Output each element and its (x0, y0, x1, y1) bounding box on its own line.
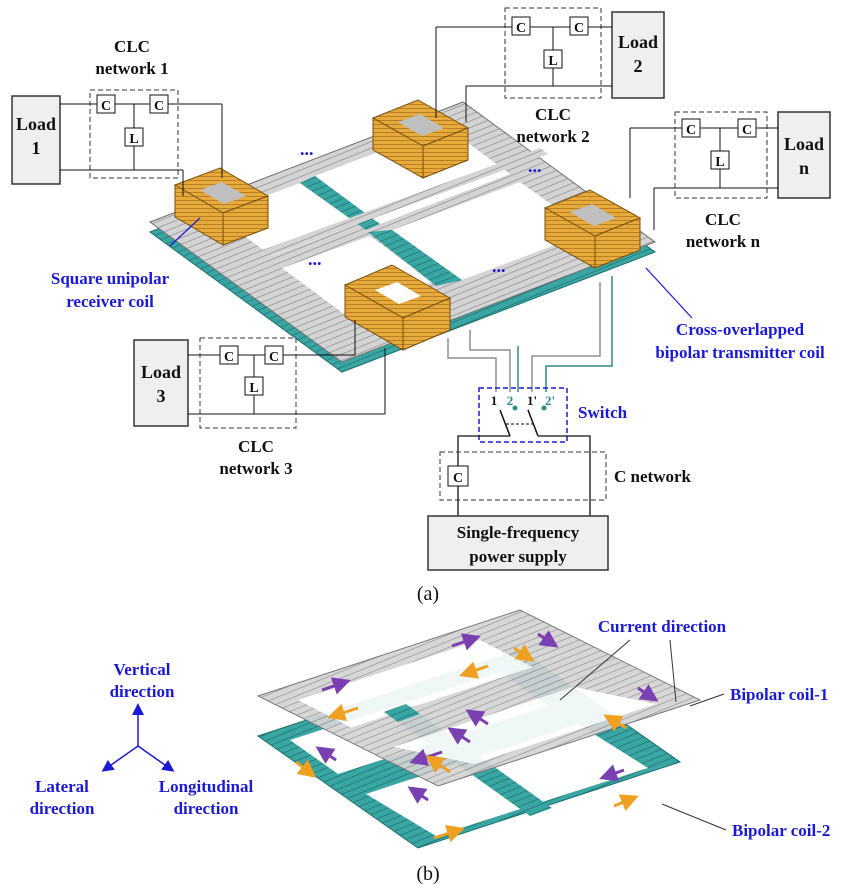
svg-text:C: C (516, 21, 526, 36)
lateral-direction-label: Lateral (35, 777, 89, 796)
svg-text:C: C (453, 471, 463, 486)
bipolar-coil-2-label: Bipolar coil-2 (732, 821, 830, 840)
load-2-label: Load (618, 32, 658, 52)
power-supply: Single-frequency power supply (428, 516, 608, 570)
clc-network-3-name: network 3 (219, 459, 292, 478)
load-3-number: 3 (157, 386, 166, 406)
ellipsis-2: ... (528, 156, 542, 176)
lateral-direction-label-2: direction (30, 799, 95, 818)
direction-axes: Vertical direction Lateral direction Lon… (30, 660, 254, 818)
load-1-label: Load (16, 114, 56, 134)
vertical-direction-label-2: direction (110, 682, 175, 701)
longitudinal-direction-label-2: direction (174, 799, 239, 818)
transmitter-coil-label: Cross-overlapped (676, 320, 805, 339)
svg-text:C: C (269, 350, 279, 365)
svg-text:L: L (715, 155, 724, 170)
clc-network-n: C C L CLC network n (630, 112, 778, 251)
load-3-label: Load (141, 362, 181, 382)
load-1-number: 1 (32, 138, 41, 158)
load-n-label: Load (784, 134, 824, 154)
caption-b: (b) (416, 863, 439, 885)
bipolar-coil-1-label: Bipolar coil-1 (730, 685, 828, 704)
svg-text:C: C (574, 21, 584, 36)
receiver-coil-label-2: receiver coil (66, 292, 154, 311)
vertical-direction-label: Vertical (114, 660, 171, 679)
clc-network-n-name: network n (686, 232, 761, 251)
panel-a: Load 1 Load 2 Load n Load 3 (12, 8, 830, 605)
switch-label: Switch (578, 403, 628, 422)
load-n-box: Load n (778, 112, 830, 198)
svg-text:C: C (686, 123, 696, 138)
svg-text:1: 1 (491, 393, 498, 408)
svg-text:2': 2' (545, 393, 555, 408)
svg-text:1': 1' (527, 393, 537, 408)
clc-network-1-title: CLC (114, 37, 150, 56)
clc-network-3-title: CLC (238, 437, 274, 456)
svg-text:L: L (249, 381, 258, 396)
panel-b: Vertical direction Lateral direction Lon… (30, 610, 831, 885)
switch: 1 2 1' 2' Switch (479, 388, 628, 442)
clc-network-2-name: network 2 (516, 127, 589, 146)
ellipsis-4: ... (492, 256, 506, 276)
clc-network-2-title: CLC (535, 105, 571, 124)
receiver-coil-label: Square unipolar (51, 269, 170, 288)
svg-text:C: C (224, 350, 234, 365)
ellipsis-3: ... (308, 249, 322, 269)
load-n-number: n (799, 158, 809, 178)
transmitter-coil-label-2: bipolar transmitter coil (655, 343, 825, 362)
power-supply-label: Single-frequency (457, 523, 580, 542)
current-direction-label: Current direction (598, 617, 727, 636)
svg-text:C: C (742, 123, 752, 138)
c-network-label: C network (614, 467, 692, 486)
load-1-box: Load 1 (12, 96, 60, 184)
load-2-box: Load 2 (612, 12, 664, 98)
ellipsis-1: ... (300, 139, 314, 159)
svg-text:C: C (154, 99, 164, 114)
svg-text:L: L (129, 132, 138, 147)
clc-network-n-title: CLC (705, 210, 741, 229)
caption-a: (a) (417, 583, 439, 605)
load-3-box: Load 3 (134, 340, 188, 426)
power-supply-label-2: power supply (469, 547, 567, 566)
clc-network-1-name: network 1 (95, 59, 168, 78)
svg-text:L: L (548, 54, 557, 69)
clc-network-1: C C L CLC network 1 (60, 37, 222, 196)
load-2-number: 2 (634, 56, 643, 76)
svg-text:C: C (101, 99, 111, 114)
clc-network-3: C C L CLC network 3 (188, 320, 385, 478)
longitudinal-direction-label: Longitudinal (159, 777, 254, 796)
c-network: C C network (440, 436, 692, 516)
svg-text:2: 2 (507, 393, 514, 408)
